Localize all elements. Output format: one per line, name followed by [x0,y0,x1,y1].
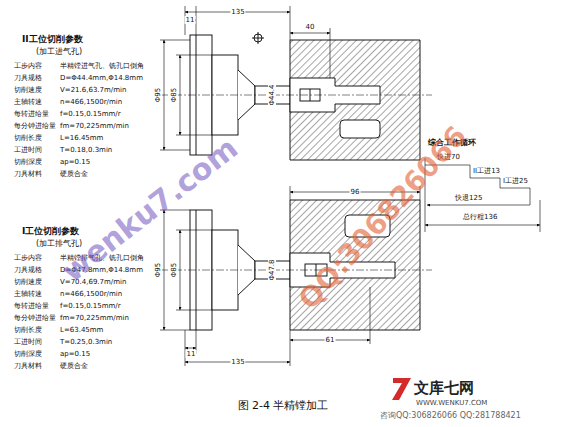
contact-note: 咨询QQ:306826066 QQ:281788421 [380,411,521,420]
param-value: fm=70,225mm/min [60,122,129,130]
param-value: T=0.25,0.3min [60,338,112,346]
param-name: 主轴转速 [14,290,42,298]
param-value: 硬质合金 [60,362,88,370]
param-value: ap=0.15 [60,350,90,358]
param-name: 工进时间 [14,338,42,346]
dimension-text: Φ44.4 [268,83,276,106]
param-name: 切削速度 [14,86,42,94]
dimension-text: 61 [325,336,336,344]
param-name: 切削深度 [14,158,42,166]
param-name: 每分钟进给量 [14,122,56,130]
param-name: 每转进给量 [14,110,49,118]
cycle-step: I工进25 [503,177,528,185]
logo-url: WWW.WENKU7.COM [416,399,487,407]
param-value: V=21.6,63.7m/min [60,86,126,94]
table-subtitle: (加工进气孔) [36,47,82,56]
table-title: I工位切削参数 [22,226,79,236]
param-name: 刀具材料 [14,362,42,370]
dimension-text: Φ95 [154,262,162,278]
table-title: II工位切削参数 [22,34,83,44]
param-name: 切削深度 [14,350,42,358]
dimension-text: 135 [230,358,245,366]
param-name: 刀具材料 [14,170,42,178]
logo-mark [392,378,411,400]
param-value: f=0.15,0.15mm/r [60,302,121,310]
param-name: 每分钟进给量 [14,314,56,322]
dimension-text: Φ85 [170,262,178,278]
param-name: 切削长度 [14,326,42,334]
param-value: n=466,1500r/min [60,98,122,106]
param-name: 主轴转速 [14,98,42,106]
dimension-text: 96 [350,188,361,196]
param-value: f=0.15,0.15mm/r [60,110,121,118]
param-value: n=466,1500r/min [60,290,122,298]
param-value: 硬质合金 [60,170,88,178]
param-value: fm=70,225mm/min [60,314,129,322]
param-name: 刀具规格 [14,74,42,82]
cycle-step: 快退125 [455,194,482,202]
param-name: 切削速度 [14,278,42,286]
dimension-text: Φ47.8 [268,258,276,281]
figure-caption: 图 2-4 半精镗加工 [238,400,329,413]
param-value: 半精镗进气孔、铣孔口倒角 [60,62,144,70]
dimension-text: 40 [305,23,316,31]
param-value: ap=0.15 [60,158,90,166]
dimension-text: 11 [185,16,196,24]
param-value: L=63.45mm [60,326,103,334]
dimension-text: 11 [186,350,197,358]
param-name: 每转进给量 [14,302,49,310]
param-name: 刀具规格 [14,266,42,274]
param-name: 工进时间 [14,146,42,154]
param-name: 工步内容 [14,254,42,262]
param-value: T=0.18,0.3min [60,146,112,154]
logo-text: 文库七网 [414,380,474,397]
dimension-text: Φ95 [154,87,162,103]
param-name: 工步内容 [14,62,42,70]
param-value: L=16.45mm [60,134,103,142]
dimension-text: Φ85 [170,87,178,103]
param-name: 切削长度 [14,134,42,142]
cycle-step: 总行程136 [463,213,497,221]
dimension-text: 135 [230,8,245,16]
cycle-step: II工进13 [473,167,500,175]
param-value: D=Φ44.4mm,Φ14.8mm [60,74,143,82]
